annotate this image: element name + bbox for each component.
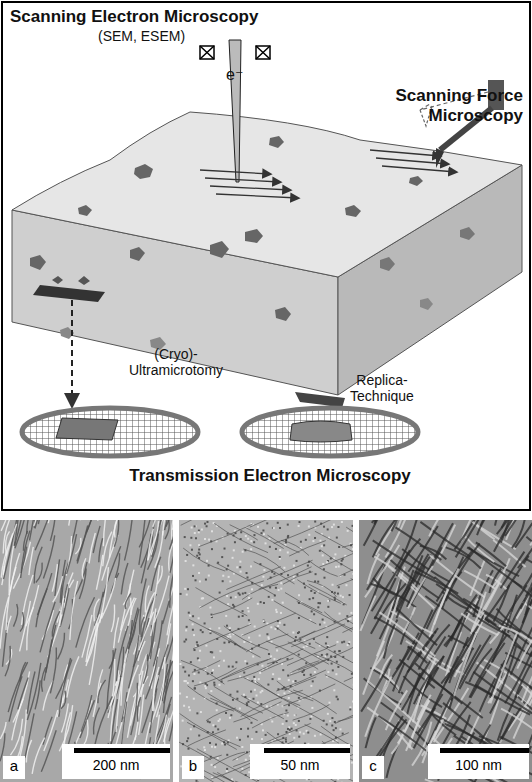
tem-grid <box>22 408 198 456</box>
scale-bar-box: 100 nm <box>428 744 529 779</box>
method-label: Replica- Technique <box>338 372 426 404</box>
micrograph-texture <box>0 520 173 779</box>
technique-title: Scanning Force Microscopy <box>348 86 523 125</box>
electron-beam <box>229 40 241 182</box>
scale-bar-line <box>428 744 529 756</box>
dashed-arrow <box>71 300 73 405</box>
micrograph-texture <box>360 520 532 782</box>
micrograph-texture <box>179 520 353 782</box>
scale-bar: 50 nm <box>250 756 350 773</box>
panel-letter-box: a <box>3 756 25 779</box>
panel-letter: c <box>362 756 384 775</box>
scale-bar-box: 50 nm <box>250 744 350 779</box>
scale-bar-box: 200 nm <box>62 744 170 779</box>
scale-bar: 100 nm <box>428 756 529 773</box>
micrograph <box>359 520 532 782</box>
grid-replica <box>290 421 352 442</box>
panel-letter: a <box>3 756 25 775</box>
block-top <box>12 112 522 277</box>
tem-grid <box>242 408 418 456</box>
micrograph <box>179 520 353 782</box>
section-slice <box>33 285 105 302</box>
panel-letter-box: b <box>182 756 204 779</box>
panel-letter: b <box>182 756 204 775</box>
beam-label: e⁻ <box>226 66 256 84</box>
technique-title: Scanning Electron Microscopy <box>10 7 310 27</box>
technique-title: Transmission Electron Microscopy <box>40 466 500 486</box>
technique-subtitle: (SEM, ESEM) <box>98 28 218 44</box>
scan-lines <box>200 150 456 198</box>
panel-letter-box: c <box>362 756 384 779</box>
micrograph <box>0 520 173 782</box>
grid-section <box>56 418 118 440</box>
particles <box>30 136 475 350</box>
lens-coils <box>200 46 270 59</box>
scale-bar: 200 nm <box>62 756 170 773</box>
scale-bar-line <box>250 744 350 756</box>
method-label: (Cryo)- Ultramicrotomy <box>115 346 237 378</box>
panel-frame <box>2 2 530 510</box>
scale-bar-line <box>62 744 170 756</box>
